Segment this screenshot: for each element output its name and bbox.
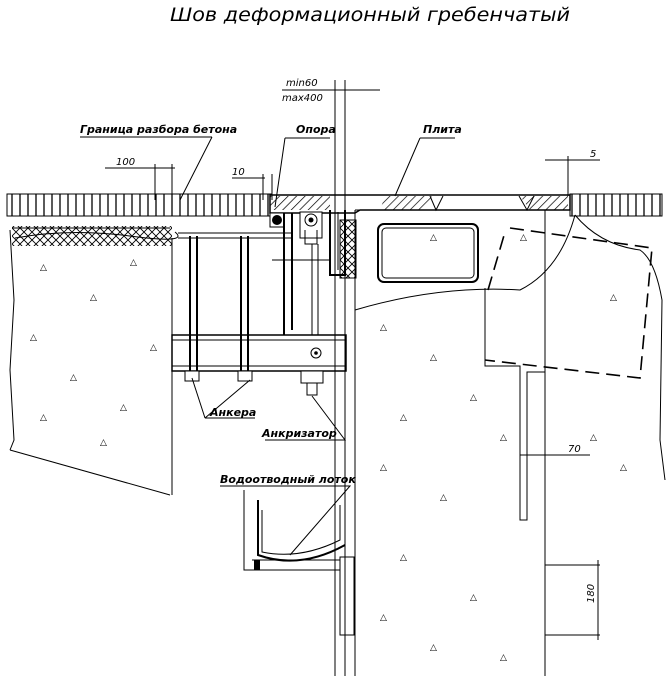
drawing-title: Шов деформационный гребенчатый bbox=[170, 4, 570, 26]
label-boundary: Граница разбора бетона bbox=[80, 123, 237, 136]
svg-text:△: △ bbox=[440, 493, 447, 503]
left-concrete-slab bbox=[7, 215, 272, 496]
svg-text:△: △ bbox=[500, 653, 507, 663]
dimension-lines bbox=[80, 80, 600, 676]
dim-5: 5 bbox=[590, 149, 596, 160]
dim-100: 100 bbox=[116, 157, 135, 168]
svg-text:△: △ bbox=[70, 373, 77, 383]
svg-text:△: △ bbox=[620, 463, 627, 473]
asphalt-layer-left bbox=[6, 193, 273, 217]
dim-70: 70 bbox=[568, 444, 581, 455]
svg-text:△: △ bbox=[380, 613, 387, 623]
svg-text:△: △ bbox=[500, 433, 507, 443]
svg-text:△: △ bbox=[590, 433, 597, 443]
svg-text:△: △ bbox=[380, 463, 387, 473]
right-anchor-bar bbox=[377, 223, 545, 521]
support-frame bbox=[269, 210, 357, 335]
label-tray: Водоотводный лоток bbox=[220, 473, 356, 486]
svg-text:△: △ bbox=[130, 258, 137, 268]
svg-text:△: △ bbox=[400, 553, 407, 563]
svg-text:△: △ bbox=[120, 403, 127, 413]
right-concrete-slab bbox=[354, 209, 666, 676]
dim-180: 180 bbox=[586, 584, 597, 603]
dim-10: 10 bbox=[232, 167, 245, 178]
label-isolator: Анкризатор bbox=[261, 427, 337, 440]
svg-text:△: △ bbox=[150, 343, 157, 353]
displaced-slab-outline bbox=[484, 227, 653, 379]
svg-text:△: △ bbox=[40, 413, 47, 423]
svg-text:△: △ bbox=[430, 353, 437, 363]
asphalt-layer-right bbox=[569, 193, 663, 217]
label-plate: Плита bbox=[423, 123, 462, 136]
label-anchors: Анкера bbox=[209, 406, 256, 419]
dim-gap-min: min60 bbox=[286, 78, 318, 89]
anchor-assembly bbox=[171, 232, 347, 396]
concrete-aggregate-marks: △ △ △ △ △ △ △ △ △ △ △ △ △ △ △ △ △ △ △ △ △ △ △ △ △ △ bbox=[30, 233, 627, 663]
svg-text:△: △ bbox=[520, 233, 527, 243]
svg-text:△: △ bbox=[30, 333, 37, 343]
svg-text:△: △ bbox=[610, 293, 617, 303]
svg-text:△: △ bbox=[470, 393, 477, 403]
svg-text:△: △ bbox=[380, 323, 387, 333]
svg-text:△: △ bbox=[470, 593, 477, 603]
svg-text:△: △ bbox=[90, 293, 97, 303]
label-support: Опора bbox=[296, 123, 336, 136]
svg-text:△: △ bbox=[430, 643, 437, 653]
svg-text:△: △ bbox=[430, 233, 437, 243]
svg-text:△: △ bbox=[400, 413, 407, 423]
dim-gap-max: max400 bbox=[282, 93, 323, 104]
drainage-tray bbox=[243, 490, 355, 636]
svg-text:△: △ bbox=[100, 438, 107, 448]
svg-text:△: △ bbox=[40, 263, 47, 273]
